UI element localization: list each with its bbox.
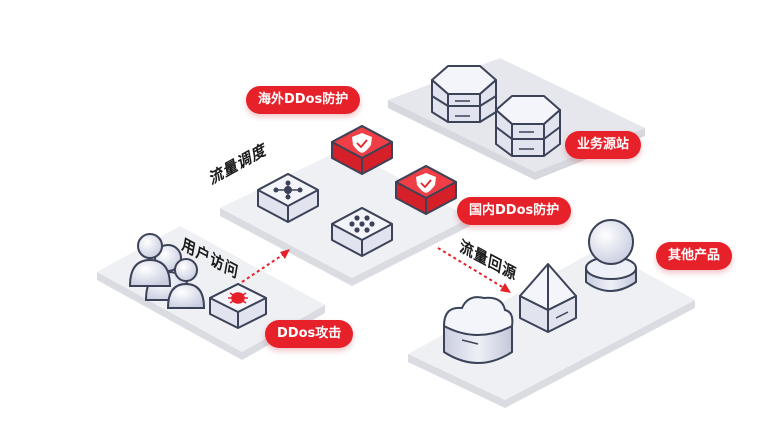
attack-bug-icon: [209, 283, 267, 329]
server-stack-icon: [431, 65, 497, 123]
label-origin-site: 业务源站: [565, 131, 642, 159]
network-hub-icon: [257, 173, 319, 223]
users-icon: [128, 233, 206, 309]
return-flow-arrow: [437, 247, 511, 293]
label-ddos-attack: DDos攻击: [265, 320, 354, 348]
sphere-device-icon: [585, 219, 637, 292]
cloud-database-icon: [442, 296, 514, 364]
label-other-products: 其他产品: [656, 242, 733, 270]
server-stack-icon: [495, 95, 561, 157]
shield-icon: [331, 125, 393, 175]
node-cluster-icon: [331, 207, 393, 257]
label-domestic-ddos: 国内DDos防护: [457, 197, 572, 225]
shield-icon: [395, 165, 457, 215]
label-overseas-ddos: 海外DDos防护: [246, 86, 361, 114]
attack-flow-arrow: [241, 249, 290, 283]
pyramid-icon: [519, 263, 577, 333]
